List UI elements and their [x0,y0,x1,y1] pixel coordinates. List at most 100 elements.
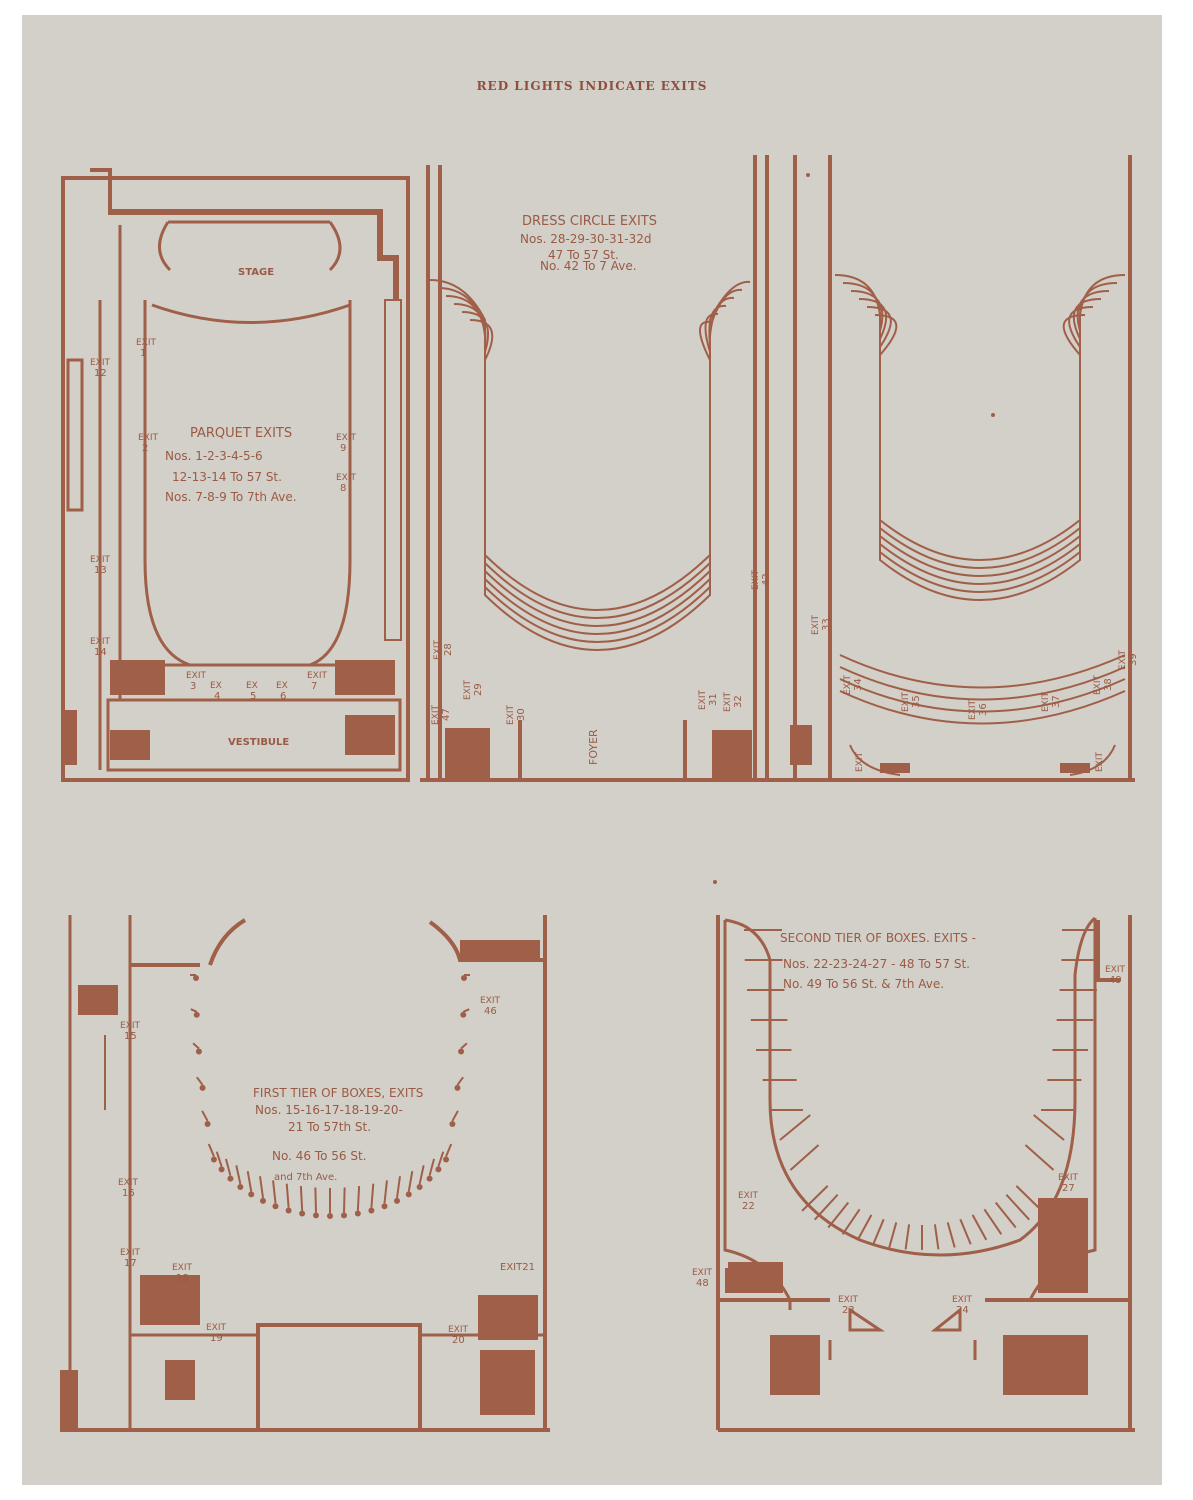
svg-text:EXIT: EXIT [336,433,357,443]
box-partition [801,1185,829,1212]
box-door [327,1213,333,1219]
box-partition [407,1171,414,1192]
box-partition [460,1042,468,1050]
second-tier-title: SECOND TIER OF BOXES. EXITS - [780,931,976,945]
box-door [381,1203,388,1210]
box-door [435,1166,442,1173]
svg-text:18: 18 [176,1273,189,1284]
box-partition [246,1171,253,1192]
exit-label-balcony-left: EXIT [855,751,865,772]
box-door [199,1084,206,1091]
seating-row [834,274,1126,601]
box-partition [259,1176,264,1198]
box-partition [1033,1114,1065,1141]
svg-text:35: 35 [911,695,922,708]
box-door [193,975,199,981]
box-door [312,1212,319,1219]
svg-text:23: 23 [842,1305,855,1316]
box-partition [299,1186,304,1211]
svg-text:EXIT: EXIT [433,639,443,660]
box-partition [904,1224,911,1250]
balcony-front-row [839,678,1126,713]
svg-text:EXIT: EXIT [336,473,357,483]
svg-text:EXIT: EXIT [90,555,111,565]
box-door [368,1207,375,1214]
svg-text:2: 2 [142,443,148,454]
box-partition [841,1208,861,1235]
exit-label-4: EX4 [210,681,222,702]
svg-text:EXIT: EXIT [90,637,111,647]
box-door [458,1048,465,1055]
svg-text:EXIT: EXIT [723,691,733,712]
box-partition [445,1143,453,1157]
svg-text:20: 20 [452,1335,465,1346]
box-door [210,1156,217,1163]
svg-text:16: 16 [122,1188,135,1199]
svg-text:24: 24 [956,1305,969,1316]
svg-text:6: 6 [280,691,286,702]
box-door [248,1191,255,1198]
svg-text:5: 5 [250,691,256,702]
box-partition [872,1218,885,1245]
box-partition [856,1214,873,1241]
box-door [193,1011,200,1018]
box-door [260,1197,266,1204]
svg-text:12: 12 [94,368,107,379]
dress-circle-plan: DRESS CIRCLE EXITS Nos. 28-29-30-31-32d … [420,155,772,782]
svg-text:17: 17 [124,1258,137,1269]
svg-text:EXIT: EXIT [448,1325,469,1335]
second-tier-line1: Nos. 22-23-24-27 - 48 To 57 St. [783,957,970,971]
exit-label-21: EXIT21 [500,1262,535,1273]
svg-text:EXIT: EXIT [843,674,853,695]
svg-text:13: 13 [94,565,107,576]
svg-text:15: 15 [124,1031,137,1042]
paper-speck [713,880,717,884]
box-door [449,1120,456,1127]
box-partition [959,1218,972,1245]
svg-text:27: 27 [1062,1183,1075,1194]
svg-text:14: 14 [94,647,107,658]
box-partition [946,1222,956,1248]
box-partition [224,1158,232,1176]
box-partition [196,1076,204,1086]
box-partition [201,1110,209,1122]
svg-text:EXIT: EXIT [751,569,761,590]
svg-text:EXIT: EXIT [1105,965,1126,975]
box-partition [235,1165,242,1185]
parquet-exits-line1: Nos. 1-2-3-4-5-6 [165,449,263,463]
balcony-front-row [839,654,1126,689]
svg-text:EXIT: EXIT [90,358,111,368]
first-tier-line1: Nos. 15-16-17-18-19-20- [255,1103,403,1117]
first-tier-line2: 21 To 57th St. [288,1120,371,1134]
box-door [218,1166,225,1173]
svg-text:EXIT: EXIT [738,1191,759,1201]
second-tier-plan: SECOND TIER OF BOXES. EXITS - Nos. 22-23… [692,915,1135,1432]
box-partition [437,1151,445,1167]
box-partition [356,1186,361,1211]
svg-text:EXIT: EXIT [138,433,159,443]
foyer-label: FOYER [587,729,600,765]
box-partition [418,1165,425,1185]
paper-speck [991,413,995,417]
exit-label-2: EXIT2 [138,433,159,454]
vestibule-label: VESTIBULE [228,737,289,748]
svg-text:EXIT: EXIT [692,1268,713,1278]
svg-text:EXIT: EXIT [855,751,865,772]
